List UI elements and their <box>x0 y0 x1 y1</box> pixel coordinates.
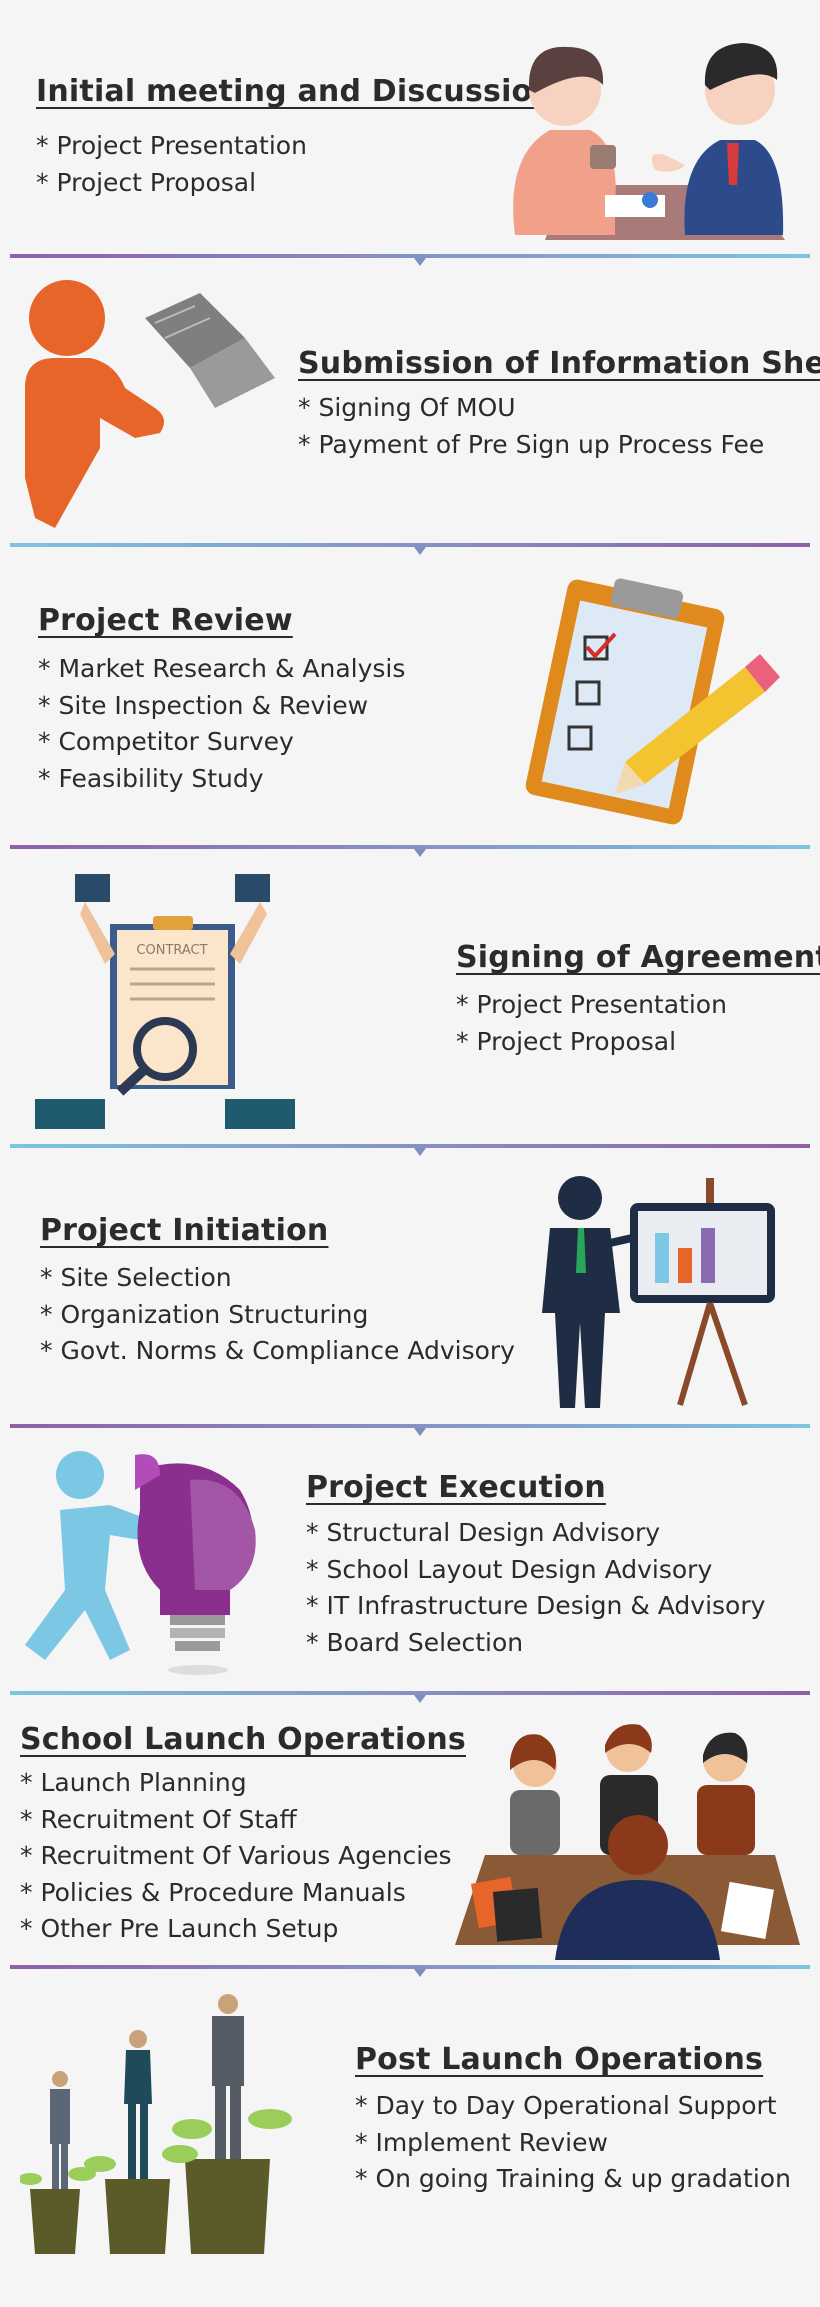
list-item: Policies & Procedure Manuals <box>20 1875 452 1912</box>
step-items: Day to Day Operational Support Implement… <box>355 2088 791 2198</box>
list-item: Feasibility Study <box>38 761 405 798</box>
list-item: Other Pre Launch Setup <box>20 1911 452 1948</box>
section-divider <box>10 1424 810 1436</box>
checklist-clipboard-icon <box>525 578 780 825</box>
step-initial-meeting: Initial meeting and Discussion Project P… <box>0 0 820 255</box>
list-item: Recruitment Of Various Agencies <box>20 1838 451 1875</box>
growth-plants-icon <box>20 1994 292 2254</box>
step-title: Project Initiation <box>40 1213 329 1248</box>
section-divider <box>10 254 810 266</box>
list-item: Site Selection <box>40 1260 515 1297</box>
section-divider <box>10 1144 810 1156</box>
list-item: Site Inspection & Review <box>38 688 405 725</box>
step-items: Project Presentation Project Proposal <box>456 987 727 1060</box>
step-items: Project Presentation Project Proposal <box>36 128 307 201</box>
list-item: School Layout Design Advisory <box>306 1552 765 1589</box>
step-items: Site Selection Organization Structuring … <box>40 1260 515 1370</box>
step-title: School Launch Operations <box>20 1722 466 1757</box>
list-item: Market Research & Analysis <box>38 651 405 688</box>
list-item: Project Presentation <box>456 987 727 1024</box>
contract-label: CONTRACT <box>136 943 207 958</box>
list-item: Implement Review <box>355 2125 791 2162</box>
list-item: Organization Structuring <box>40 1297 515 1334</box>
step-items: Structural Design Advisory School Layout… <box>306 1515 765 1661</box>
list-item: Structural Design Advisory <box>306 1515 765 1552</box>
step-items: Signing Of MOU Payment of Pre Sign up Pr… <box>298 390 764 463</box>
team-meeting-icon <box>455 1724 800 1960</box>
step-title: Initial meeting and Discussion <box>36 74 554 109</box>
step-project-execution: Project Execution Structural Design Advi… <box>0 1428 820 1691</box>
step-title: Submission of Information Sheet <box>298 346 820 381</box>
list-item: Payment of Pre Sign up Process Fee <box>298 427 764 464</box>
list-item: On going Training & up gradation <box>355 2161 790 2198</box>
list-item: Launch Planning <box>20 1765 452 1802</box>
list-item: Competitor Survey <box>38 724 405 761</box>
step-school-launch: School Launch Operations Launch Planning… <box>0 1695 820 1965</box>
meeting-icon <box>513 43 785 240</box>
list-item: Project Proposal <box>456 1024 727 1061</box>
step-information-sheet: Submission of Information Sheet Signing … <box>0 258 820 543</box>
list-item: Project Presentation <box>36 128 307 165</box>
section-divider <box>10 1965 810 1977</box>
step-items: Launch Planning Recruitment Of Staff Rec… <box>20 1765 452 1948</box>
list-item: Project Proposal <box>36 165 307 202</box>
presentation-board-icon <box>542 1176 775 1408</box>
section-divider <box>10 1691 810 1703</box>
step-title: Project Execution <box>306 1470 606 1505</box>
step-title: Signing of Agreement <box>456 940 820 975</box>
list-item: Day to Day Operational Support <box>355 2088 791 2125</box>
list-item: Board Selection <box>306 1625 765 1662</box>
list-item: Signing Of MOU <box>298 390 764 427</box>
step-project-initiation: Project Initiation Site Selection Organi… <box>0 1148 820 1424</box>
list-item: IT Infrastructure Design & Advisory <box>306 1588 765 1625</box>
step-items: Market Research & Analysis Site Inspecti… <box>38 651 405 797</box>
section-divider <box>10 543 810 555</box>
step-title: Project Review <box>38 603 293 638</box>
step-title: Post Launch Operations <box>355 2042 764 2077</box>
section-divider <box>10 845 810 857</box>
list-item: Govt. Norms & Compliance Advisory <box>40 1333 515 1370</box>
step-signing-agreement: Signing of Agreement Project Presentatio… <box>0 849 820 1144</box>
reading-person-icon <box>25 280 275 528</box>
list-item: Recruitment Of Staff <box>20 1802 452 1839</box>
step-post-launch: Post Launch Operations Day to Day Operat… <box>0 1969 820 2307</box>
step-project-review: Project Review Market Research & Analysi… <box>0 547 820 845</box>
contract-review-icon: CONTRACT <box>35 874 295 1129</box>
puzzle-bulb-icon <box>25 1451 256 1675</box>
